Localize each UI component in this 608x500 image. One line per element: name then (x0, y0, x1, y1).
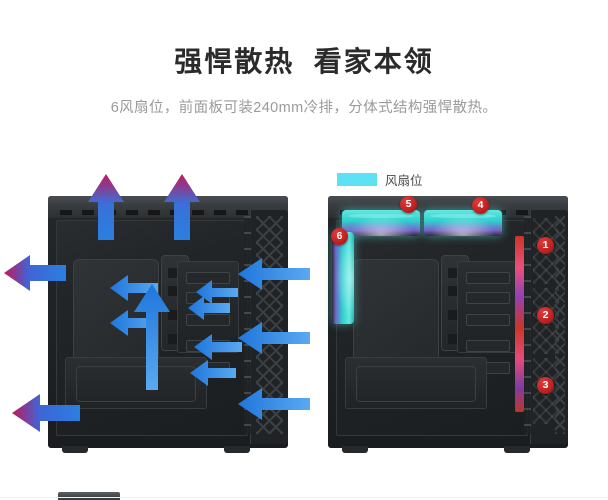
arrow-inner-flow-1 (110, 275, 158, 301)
next-image-top-edge (58, 492, 120, 500)
fan-badge-6: 6 (331, 228, 348, 245)
front-edge-vents-icon (524, 216, 531, 434)
front-edge-vents-icon (244, 216, 251, 434)
fan-badge-3: 3 (537, 377, 554, 394)
psu-shroud (65, 357, 207, 409)
arrow-inner-flow-4 (194, 334, 242, 360)
arrow-top-exhaust-2 (164, 174, 200, 240)
drive-cage (457, 261, 519, 374)
arrow-front-intake-2 (238, 322, 310, 354)
fan-badge-1: 1 (537, 237, 554, 254)
right-case-interior (336, 220, 528, 436)
arrow-front-intake-3 (238, 388, 310, 420)
fan-4-top-right (424, 210, 502, 236)
arrow-front-intake-1 (238, 258, 310, 290)
legend-swatch-icon (337, 173, 377, 186)
legend: 风扇位 (337, 170, 423, 189)
page-subtitle: 6风扇位，前面板可装240mm冷排，分体式结构强悍散热。 (110, 100, 498, 116)
case-feet (58, 446, 254, 453)
fan-badge-2: 2 (537, 307, 554, 324)
right-case-fan-positions (328, 196, 568, 453)
header: 强悍散热 看家本领 6风扇位，前面板可装240mm冷排，分体式结构强悍散热。 (0, 0, 608, 117)
page-title: 强悍散热 看家本领 (174, 46, 434, 77)
legend-label: 风扇位 (385, 174, 423, 188)
fan-badge-4: 4 (472, 197, 489, 214)
arrow-inner-flow-6 (188, 296, 230, 320)
case-feet (338, 446, 534, 453)
psu-shroud (345, 357, 487, 409)
top-vent-slots-icon (60, 210, 254, 215)
left-case-airflow-arrows (4, 174, 310, 432)
arrow-inner-flow-2 (110, 310, 158, 336)
arrow-rear-exhaust-upper (4, 255, 66, 291)
fan-badge-5: 5 (400, 196, 417, 213)
section-divider (0, 497, 608, 498)
fan-5-top-left (342, 210, 420, 236)
arrow-rear-exhaust-lower (12, 394, 80, 432)
arrow-inner-flow-3 (196, 280, 238, 304)
fan-6-rear-side (332, 232, 354, 324)
arrow-inner-up (134, 284, 170, 390)
internal-cables (515, 236, 524, 412)
left-case-interior (56, 220, 248, 436)
mesh-texture-icon (555, 216, 565, 434)
arrow-inner-flow-5 (190, 360, 236, 386)
arrow-top-exhaust-1 (88, 174, 124, 240)
